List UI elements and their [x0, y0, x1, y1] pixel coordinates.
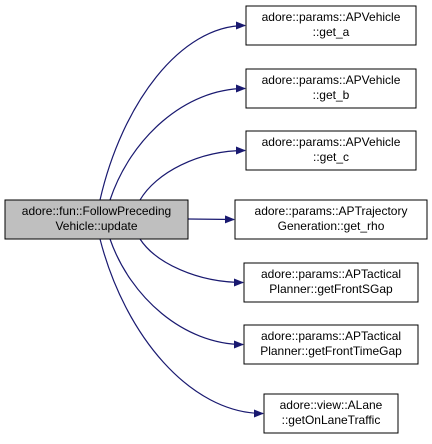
- node-label-line: ::getOnLaneTraffic: [282, 413, 381, 427]
- node-box: [234, 199, 428, 240]
- node-label-line: adore::params::APVehicle: [262, 135, 401, 149]
- edge-src-to-t7: [99, 238, 264, 418]
- node-label-line: adore::params::APTrajectory: [255, 204, 408, 218]
- node-label-line: Vehicle::update: [55, 219, 137, 233]
- node-box: [243, 324, 419, 365]
- edges-layer: [99, 21, 264, 418]
- nodes-layer: adore::fun::FollowPrecedingVehicle::upda…: [4, 5, 428, 434]
- node-label-line: ::get_b: [313, 88, 350, 102]
- edge-src-to-t5: [139, 238, 244, 287]
- node-box: [4, 199, 189, 240]
- edge-src-to-t4: [187, 215, 235, 224]
- node-label-line: Generation::get_rho: [278, 219, 385, 233]
- node-label-line: adore::view::ALane: [280, 398, 383, 412]
- target-node-t4[interactable]: adore::params::APTrajectoryGeneration::g…: [234, 199, 428, 240]
- node-box: [245, 68, 417, 109]
- node-label-line: adore::params::APTactical: [261, 329, 401, 343]
- target-node-t7[interactable]: adore::view::ALane::getOnLaneTraffic: [263, 393, 399, 434]
- node-label-line: Planner::getFrontTimeGap: [260, 344, 402, 358]
- node-label-line: adore::params::APVehicle: [262, 10, 401, 24]
- node-label-line: Planner::getFrontSGap: [269, 282, 393, 296]
- node-label-line: ::get_c: [313, 150, 349, 164]
- edge-src-to-t6: [109, 238, 244, 349]
- target-node-t2[interactable]: adore::params::APVehicle::get_b: [245, 68, 417, 109]
- node-box: [243, 262, 419, 303]
- node-box: [263, 393, 399, 434]
- target-node-t6[interactable]: adore::params::APTacticalPlanner::getFro…: [243, 324, 419, 365]
- source-node[interactable]: adore::fun::FollowPrecedingVehicle::upda…: [4, 199, 189, 240]
- node-box: [245, 5, 417, 46]
- node-label-line: ::get_a: [313, 25, 350, 39]
- edge-src-to-t3: [139, 146, 246, 201]
- edge-src-to-t1: [99, 21, 246, 201]
- node-box: [245, 130, 417, 171]
- edge-src-to-t2: [109, 84, 246, 201]
- target-node-t3[interactable]: adore::params::APVehicle::get_c: [245, 130, 417, 171]
- target-node-t5[interactable]: adore::params::APTacticalPlanner::getFro…: [243, 262, 419, 303]
- node-label-line: adore::fun::FollowPreceding: [22, 204, 171, 218]
- target-node-t1[interactable]: adore::params::APVehicle::get_a: [245, 5, 417, 46]
- node-label-line: adore::params::APVehicle: [262, 73, 401, 87]
- node-label-line: adore::params::APTactical: [261, 267, 401, 281]
